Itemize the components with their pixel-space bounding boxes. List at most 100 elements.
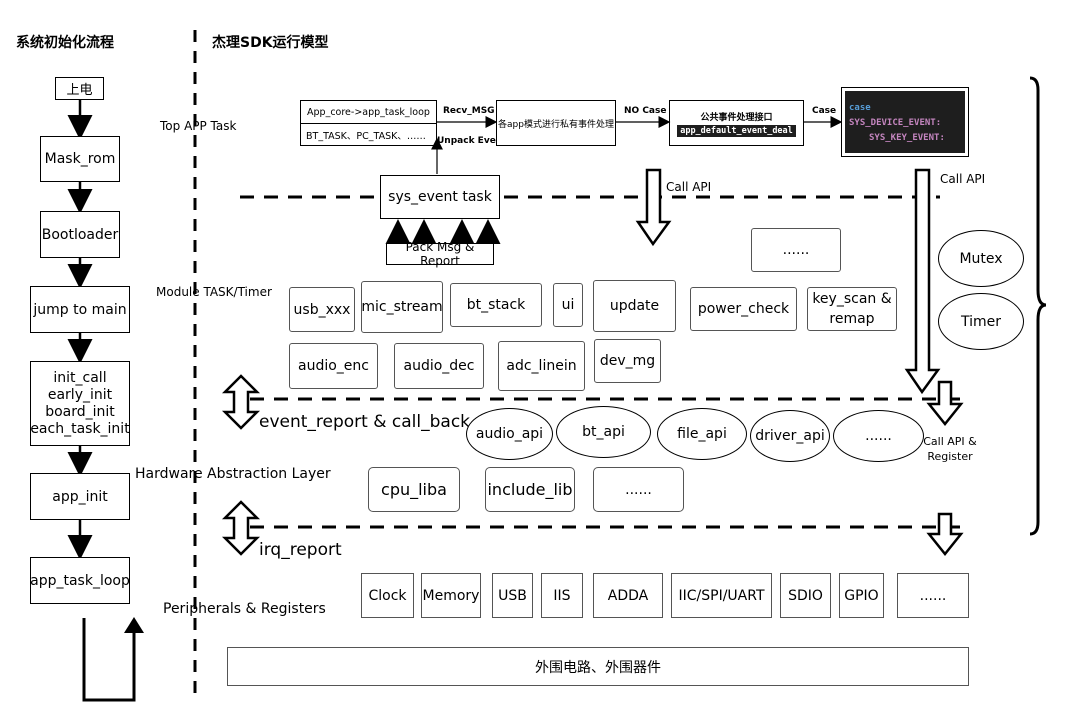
code-case-keyword: case	[849, 103, 871, 113]
audio-api-ellipse: audio_api	[466, 408, 553, 460]
jump-main-box: jump to main	[30, 286, 130, 333]
external-circuit-label: 外围电路、外围器件	[535, 659, 661, 676]
periph-iis-box: IIS	[541, 573, 583, 618]
ui-module-box: ui	[553, 283, 583, 327]
layer-module-task: Module TASK/Timer	[156, 285, 272, 299]
more-libs-label: ......	[625, 481, 652, 498]
power-on-label: 上电	[66, 83, 93, 98]
external-circuit-bar: 外围电路、外围器件	[227, 647, 969, 686]
board-init-label: board_init	[45, 403, 115, 420]
app-init-box: app_init	[30, 473, 130, 520]
common-handler-box: 公共事件处理接口 app_default_event_deal	[669, 100, 804, 146]
init-call-label: init_call	[53, 369, 107, 386]
mutex-label: Mutex	[959, 250, 1003, 267]
usb-module-box: usb_xxx	[289, 287, 355, 332]
more-api-ellipse: ......	[833, 410, 924, 462]
code-line-1: SYS_DEVICE_EVENT:	[849, 118, 942, 128]
private-handler-label: 各app模式进行私有事件处理	[498, 119, 614, 130]
timer-ellipse: Timer	[938, 293, 1024, 350]
periph-memory-label: Memory	[422, 587, 480, 604]
mask-rom-box: Mask_rom	[40, 136, 120, 182]
no-case-label: NO Case	[624, 106, 667, 116]
include-lib-label: include_lib	[487, 480, 573, 499]
audio-api-label: audio_api	[475, 426, 544, 442]
power-on-box: 上电	[55, 77, 104, 100]
sys-event-task-box: sys_event task	[380, 175, 500, 219]
periph-gpio-label: GPIO	[844, 587, 879, 604]
right-title: 杰理SDK运行模型	[212, 35, 329, 51]
common-handler-label: 公共事件处理接口	[700, 112, 773, 123]
call-api-register-line-1: Call API &	[923, 435, 977, 448]
audio-dec-label: audio_dec	[403, 358, 475, 374]
call-api-register-label: Call API & Register	[918, 434, 982, 464]
timer-label: Timer	[960, 313, 1002, 330]
mic-stream-box: mic_stream	[361, 281, 443, 333]
periph-sdio-label: SDIO	[788, 587, 823, 604]
key-scan-box: key_scan & remap	[807, 287, 897, 331]
cpu-liba-box: cpu_liba	[368, 467, 460, 512]
remap-label: remap	[829, 311, 875, 327]
app-task-loop-box: app_task_loop	[30, 557, 130, 604]
cpu-liba-label: cpu_liba	[381, 480, 447, 499]
periph-sdio-box: SDIO	[780, 573, 831, 618]
more-libs-box: ......	[593, 467, 684, 512]
layer-hal: Hardware Abstraction Layer	[135, 466, 331, 482]
driver-api-label: driver_api	[755, 428, 825, 444]
periph-memory-box: Memory	[421, 573, 481, 618]
jump-main-label: jump to main	[33, 301, 127, 318]
driver-api-ellipse: driver_api	[750, 410, 830, 462]
periph-gpio-box: GPIO	[839, 573, 884, 618]
bt-api-ellipse: bt_api	[556, 406, 651, 458]
audio-enc-box: audio_enc	[289, 343, 378, 389]
usb-module-label: usb_xxx	[293, 301, 351, 318]
update-module-label: update	[609, 298, 660, 314]
file-api-label: file_api	[677, 426, 727, 442]
pack-msg-label: Pack Msg & Report	[405, 240, 475, 268]
irq-report-label: irq_report	[259, 540, 342, 560]
case-label: Case	[812, 106, 837, 116]
periph-adda-box: ADDA	[593, 573, 663, 618]
bt-stack-box: bt_stack	[450, 283, 542, 327]
call-api-label-1: Call API	[666, 180, 712, 194]
mic-stream-label: mic_stream	[361, 299, 443, 315]
module-more-label: ......	[782, 242, 810, 258]
mutex-ellipse: Mutex	[938, 230, 1024, 287]
audio-dec-box: audio_dec	[394, 343, 484, 389]
app-task-loop-label: app_task_loop	[30, 572, 130, 589]
update-module-box: update	[593, 280, 676, 332]
recv-msg-label: Recv_MSG	[443, 106, 495, 116]
app-init-label: app_init	[52, 488, 108, 505]
periph-adda-label: ADDA	[607, 587, 649, 604]
early-init-label: early_init	[47, 386, 113, 403]
pack-msg-box: Pack Msg & Report	[386, 240, 494, 268]
bootloader-box: Bootloader	[40, 211, 120, 258]
periph-clock-box: Clock	[361, 573, 414, 618]
layer-peripherals: Peripherals & Registers	[163, 601, 326, 617]
adc-linein-box: adc_linein	[498, 341, 585, 391]
include-lib-box: include_lib	[485, 467, 575, 512]
ui-module-label: ui	[561, 297, 575, 313]
dev-mg-label: dev_mg	[599, 353, 656, 369]
app-core-label: App_core->app_task_loop	[301, 101, 436, 124]
power-check-box: power_check	[690, 287, 797, 331]
bootloader-label: Bootloader	[41, 226, 119, 243]
periph-usb-box: USB	[492, 573, 533, 618]
periph-iic-spi-uart-label: IIC/SPI/UART	[678, 587, 765, 604]
code-line-2: SYS_KEY_EVENT:	[869, 133, 945, 143]
code-snippet-box: case SYS_DEVICE_EVENT: SYS_KEY_EVENT: ..…	[841, 87, 969, 158]
sys-event-task-label: sys_event task	[388, 189, 492, 205]
more-api-label: ......	[865, 428, 892, 444]
dev-mg-box: dev_mg	[594, 339, 661, 383]
module-more-box: ......	[751, 228, 841, 272]
default-deal-label: app_default_event_deal	[677, 124, 796, 137]
audio-enc-label: audio_enc	[298, 358, 369, 374]
private-handler-box: 各app模式进行私有事件处理	[496, 100, 616, 146]
layer-top-app-task: Top APP Task	[160, 119, 237, 133]
file-api-ellipse: file_api	[657, 408, 747, 460]
each-task-init-label: each_task_init	[30, 420, 130, 437]
adc-linein-label: adc_linein	[506, 358, 577, 374]
code-snippet: case SYS_DEVICE_EVENT: SYS_KEY_EVENT: ..…	[845, 91, 965, 158]
periph-iis-label: IIS	[553, 587, 571, 604]
key-scan-label: key_scan &	[812, 291, 892, 307]
